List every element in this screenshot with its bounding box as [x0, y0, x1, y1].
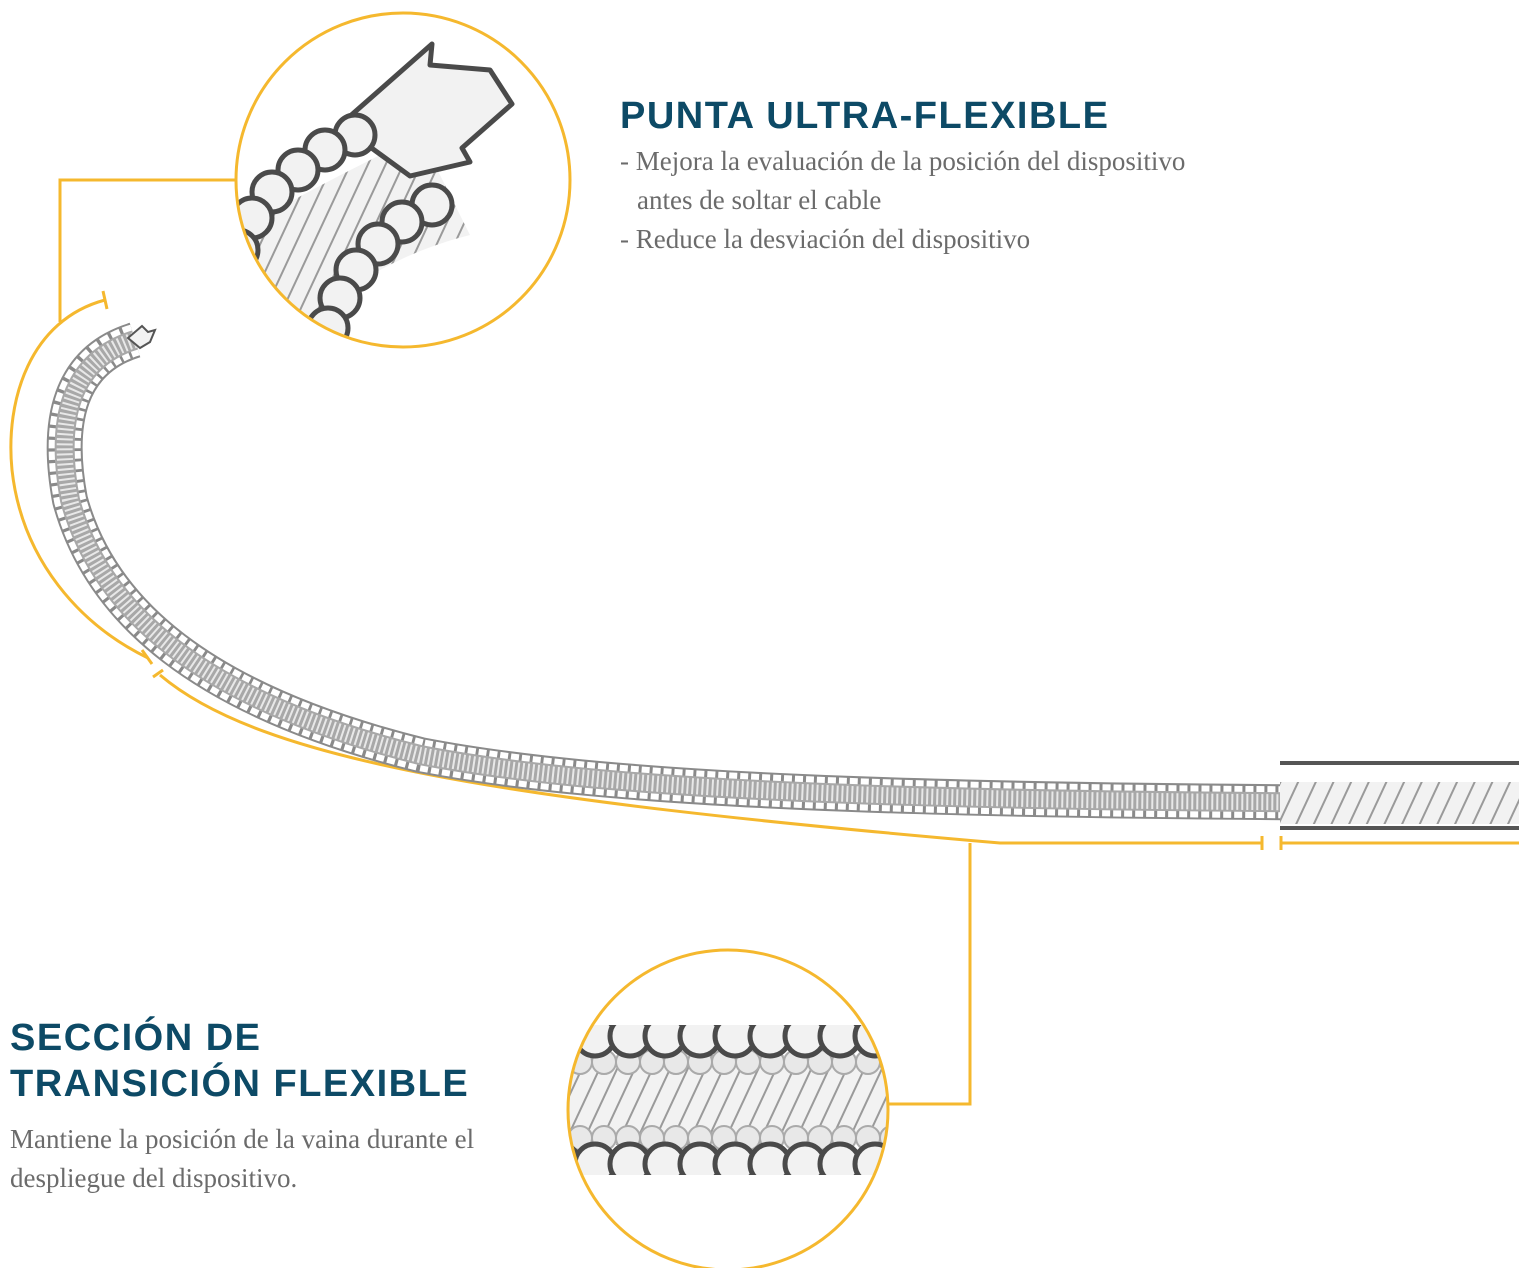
tip-section-bullets: - Mejora la evaluación de la posición de…	[620, 142, 1220, 259]
tip-bracket-arc	[9, 298, 149, 660]
guidewire-tip-end	[126, 324, 157, 350]
tip-core-stripes	[240, 135, 470, 330]
transition-title-line2: TRANSICIÓN FLEXIBLE	[10, 1063, 470, 1105]
transition-magnifier	[566, 948, 890, 1268]
tip-leader-line	[58, 178, 236, 322]
tip-bullet-item: - Reduce la desviación del dispositivo	[620, 224, 1031, 254]
transition-section-description: Mantiene la posición de la vaina durante…	[10, 1124, 475, 1193]
tip-bracket-cap-top	[101, 290, 109, 310]
guidewire-core	[54, 330, 1519, 813]
guidewire-outer-coil	[46, 322, 1519, 821]
transition-leader-line	[887, 843, 972, 1106]
sheath	[1280, 761, 1519, 830]
transition-title-line1: SECCIÓN DE	[10, 1017, 262, 1059]
tip-end-shape	[337, 41, 515, 179]
transition-bracket-cap-start	[152, 668, 164, 679]
tip-section-title: PUNTA ULTRA-FLEXIBLE	[620, 95, 1110, 137]
guidewire	[46, 322, 1519, 830]
tip-magnifier	[234, 11, 572, 349]
tip-bracket-cap-bottom	[140, 649, 154, 665]
tip-bullet-item: - Mejora la evaluación de la posición de…	[620, 146, 1186, 215]
transition-section-title: SECCIÓN DE TRANSICIÓN FLEXIBLE	[10, 1015, 469, 1107]
